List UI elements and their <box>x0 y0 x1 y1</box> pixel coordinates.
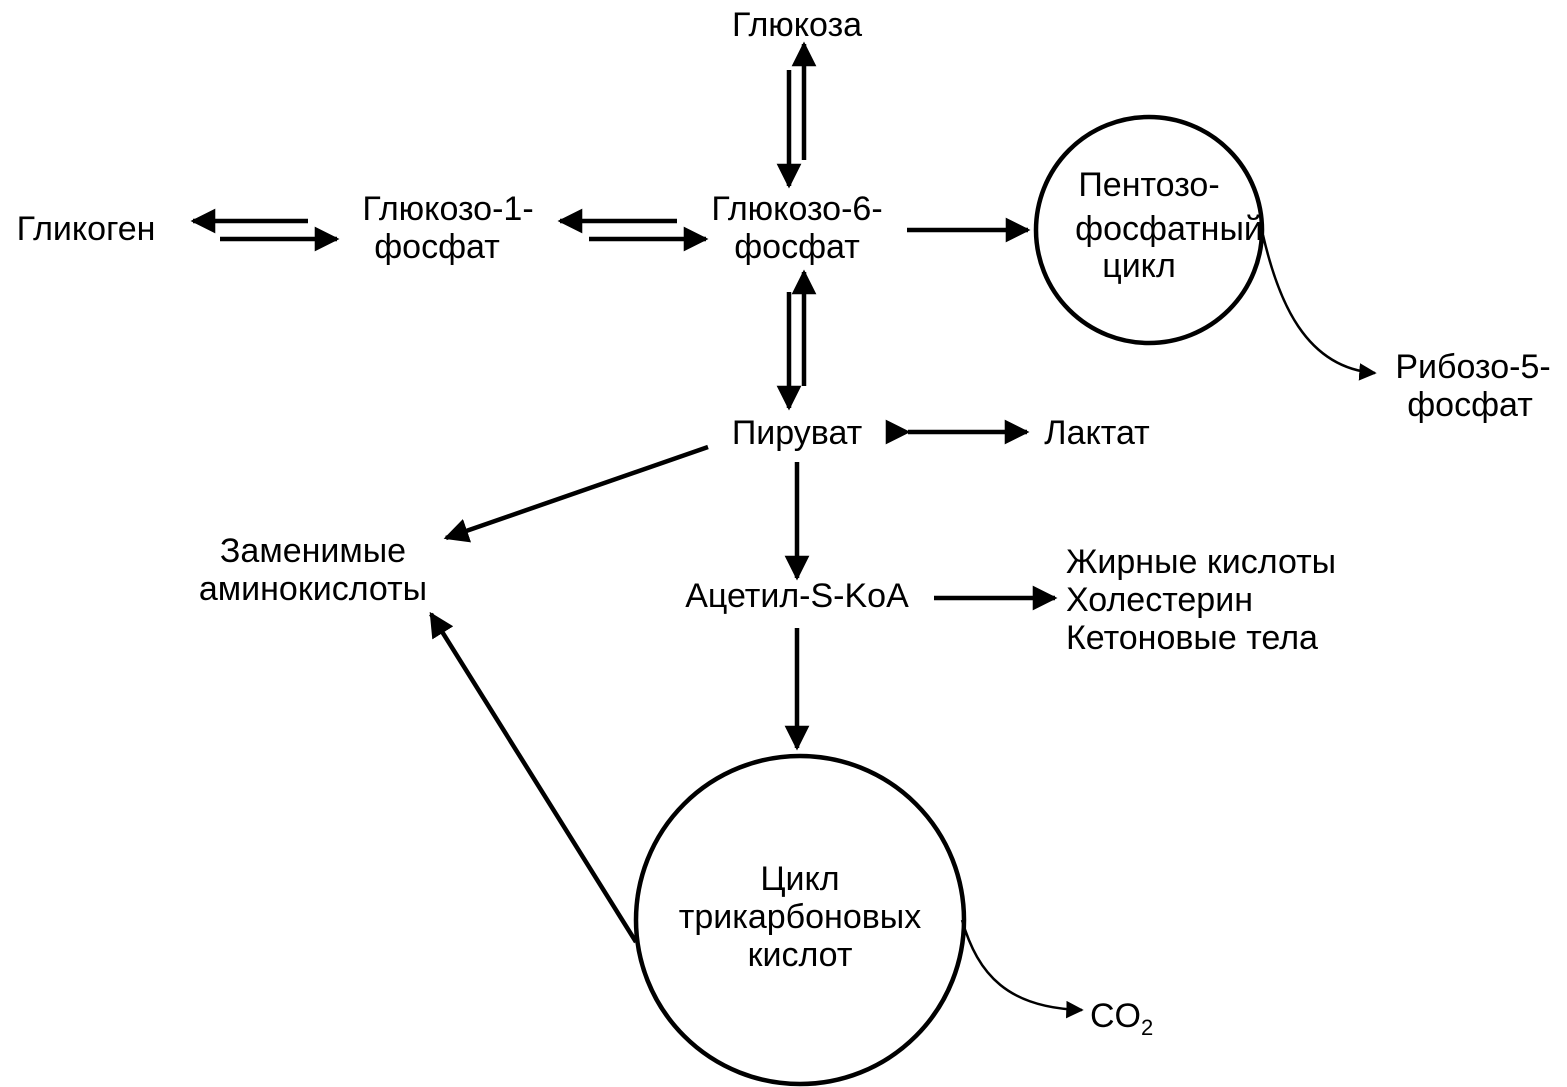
ppp-label-line1: Пентозо- <box>1078 166 1219 204</box>
arrow-tca-to-amino-acids <box>429 611 638 944</box>
node-ribose-5-phosphate-line2: фосфат <box>1407 386 1533 424</box>
node-acetyl-coa: Ацетил-S-KoA <box>685 577 909 615</box>
node-amino-acids-line1: Заменимые <box>220 532 406 570</box>
arrow-tca-to-co2 <box>960 919 1084 1019</box>
node-co2: CO2 <box>1090 997 1153 1040</box>
tca-cycle-circle <box>633 753 967 1087</box>
node-glycogen: Гликоген <box>17 210 156 248</box>
tca-label-line3: кислот <box>748 936 853 974</box>
node-glucose-6-phosphate-line2: фосфат <box>734 228 860 266</box>
node-ribose-5-phosphate-line1: Рибозо-5- <box>1395 348 1550 386</box>
co2-subscript: 2 <box>1141 1015 1153 1040</box>
pentose-phosphate-cycle-circle <box>1033 114 1265 346</box>
ppp-label-line2: фосфатный <box>1075 210 1263 248</box>
arrow-pyruvate-to-amino-acids <box>443 444 709 543</box>
arrow-ppp-to-ribose <box>1261 234 1377 381</box>
node-lactate: Лактат <box>1044 414 1149 452</box>
node-glucose: Глюкоза <box>732 6 862 44</box>
node-glucose-1-phosphate-line2: фосфат <box>374 228 500 266</box>
node-glucose-6-phosphate-line1: Глюкозо-6- <box>711 190 882 228</box>
tca-label-line2: трикарбоновых <box>679 898 921 936</box>
ppp-label-line3: цикл <box>1102 247 1176 285</box>
node-amino-acids-line2: аминокислоты <box>199 570 427 608</box>
node-glucose-1-phosphate-line1: Глюкозо-1- <box>362 190 533 228</box>
tca-label-line1: Цикл <box>760 860 839 898</box>
node-pyruvate: Пируват <box>732 414 862 452</box>
co2-main: CO <box>1090 997 1141 1035</box>
product-cholesterol: Холестерин <box>1066 581 1253 619</box>
product-ketone-bodies: Кетоновые тела <box>1066 619 1318 657</box>
product-fatty-acids: Жирные кислоты <box>1066 543 1336 581</box>
